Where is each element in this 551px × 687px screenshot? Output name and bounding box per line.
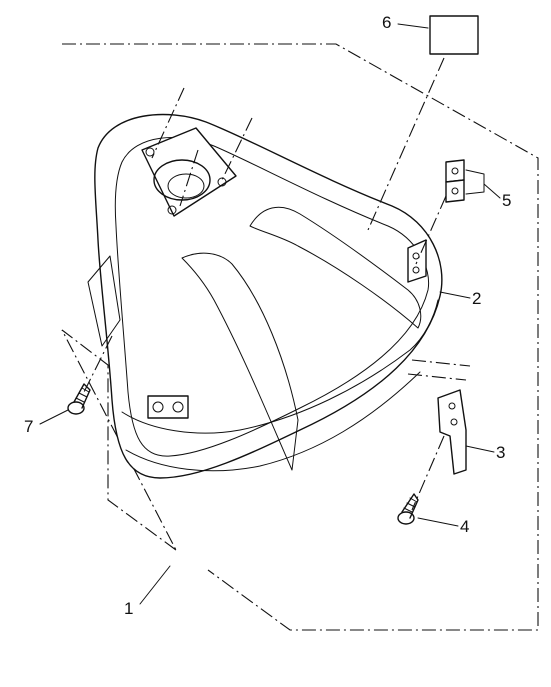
leader-2: [439, 291, 471, 299]
side-tab-hole-2: [172, 401, 184, 413]
angle-bracket-hole-1: [448, 402, 456, 410]
angle-bracket: [437, 389, 467, 475]
align-line-top-right: [221, 117, 253, 181]
cover-bottom-rim: [121, 299, 439, 434]
align-line-screw4: [411, 435, 445, 511]
left-flap: [87, 255, 121, 347]
bracket-small-hole-2: [451, 187, 459, 195]
side-tab-plate: [147, 395, 189, 419]
align-line-top-mid: [179, 149, 199, 207]
leader-3: [465, 445, 495, 453]
leader-7: [39, 409, 69, 425]
top-mount-plate: [141, 127, 237, 217]
screw-left: [67, 383, 91, 415]
align-line-top-left: [151, 87, 185, 159]
align-line-screw7: [83, 335, 113, 393]
label-sticker: [429, 15, 479, 55]
cover-bottom-rim-2: [125, 371, 421, 472]
callout-1: 1: [124, 599, 133, 618]
mount-opening-inner: [167, 173, 205, 199]
leader-6: [397, 23, 429, 29]
align-line-bracket5: [415, 195, 447, 265]
assembly-boundary: [61, 43, 539, 631]
callout-3: 3: [496, 443, 505, 462]
bracket-small-hole-1: [451, 167, 459, 175]
angle-bracket-hole-2: [450, 418, 458, 426]
leader-1: [139, 565, 171, 605]
align-line-label: [367, 57, 445, 231]
callout-7: 7: [24, 417, 33, 436]
cover-right-tab-hole-2: [412, 266, 420, 274]
callout-2: 2: [472, 289, 481, 308]
align-line-bracket3: [407, 359, 471, 381]
callout-6: 6: [382, 13, 391, 32]
cover-channel-left: [181, 252, 299, 471]
callout-5: 5: [502, 191, 511, 210]
bracket-small-upper: [445, 159, 465, 183]
cover-channel-right: [249, 206, 422, 329]
bracket-5-leader-bracket: [465, 169, 485, 195]
callout-4: 4: [460, 517, 469, 536]
cover-inner-contour: [114, 137, 430, 457]
mount-hole-1: [145, 147, 155, 157]
side-tab-hole-1: [152, 401, 164, 413]
cover-right-tab-hole-1: [412, 252, 420, 260]
screw-right: [397, 493, 419, 525]
bracket-small-lower: [445, 179, 465, 203]
mount-hole-2: [217, 177, 227, 187]
leader-4: [417, 517, 459, 527]
mount-hole-3: [167, 205, 177, 215]
leader-5: [483, 183, 501, 199]
